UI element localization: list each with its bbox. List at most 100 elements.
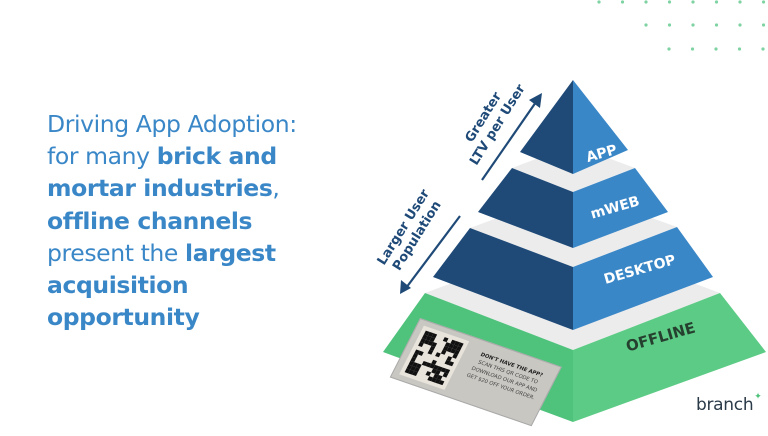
- qr-module: [427, 340, 434, 346]
- qr-code-card: DON'T HAVE THE APP? SCAN THIS QR CODE TO…: [389, 318, 562, 427]
- headline-emphasis: opportunity: [47, 303, 200, 332]
- qr-module: [427, 331, 434, 337]
- qr-module: [440, 349, 447, 355]
- qr-module: [404, 368, 411, 374]
- dot: [737, 47, 742, 51]
- qr-module: [420, 338, 426, 344]
- qr-module: [446, 356, 453, 362]
- qr-module: [442, 337, 449, 343]
- dot: [667, 47, 671, 51]
- qr-module: [425, 362, 432, 368]
- dot: [761, 23, 766, 27]
- dot: [667, 23, 672, 27]
- qr-module: [429, 363, 436, 369]
- headline: Driving App Adoption: for many brick and…: [47, 108, 297, 333]
- qr-module: [436, 366, 443, 372]
- qr-module: [454, 349, 460, 355]
- qr-module: [406, 364, 413, 370]
- qr-module: [410, 365, 417, 371]
- qr-module: [450, 339, 457, 345]
- qr-module: [454, 340, 460, 347]
- qr-module: [450, 348, 457, 354]
- dot: [714, 47, 718, 51]
- dot: [691, 23, 695, 27]
- headline-line: present the: [47, 238, 186, 267]
- headline-emphasis: acquisition: [47, 271, 189, 300]
- dot: [620, 0, 625, 4]
- qr-module: [421, 334, 428, 340]
- qr-module: [431, 359, 437, 365]
- qr-module: [423, 339, 430, 345]
- headline-emphasis: offline channels: [47, 206, 253, 235]
- qr-module: [444, 368, 451, 374]
- qr-module: [448, 361, 455, 367]
- headline-emphasis: mortar industries: [47, 174, 273, 203]
- qr-module: [425, 335, 432, 341]
- qr-module: [429, 336, 436, 343]
- qr-module: [427, 376, 434, 382]
- qr-module: [436, 375, 443, 381]
- qr-module: [410, 357, 417, 363]
- headline-emphasis: largest: [185, 238, 276, 267]
- headline-line: for many: [47, 142, 157, 171]
- dot: [691, 0, 695, 4]
- dot: [714, 23, 719, 27]
- headline-line: ,: [272, 174, 280, 203]
- qr-module: [456, 346, 462, 352]
- qr-module: [442, 372, 449, 378]
- dot: [738, 0, 742, 4]
- dot: [738, 23, 742, 27]
- qr-module: [434, 369, 441, 376]
- qr-module: [446, 347, 453, 353]
- qr-code-icon: [399, 325, 470, 390]
- qr-module: [418, 350, 424, 356]
- qr-module: [412, 353, 419, 359]
- qr-module: [433, 373, 439, 379]
- arrow-down-icon: [400, 215, 461, 294]
- qr-module: [423, 330, 430, 336]
- qr-module: [452, 344, 458, 350]
- headline-line: Driving App Adoption:: [47, 110, 297, 138]
- qr-module: [438, 380, 445, 386]
- qr-module: [412, 362, 418, 368]
- arrow-up-icon: [481, 93, 542, 181]
- branch-logo: branch✦: [696, 392, 762, 416]
- dot: [761, 0, 766, 4]
- qr-module: [431, 377, 437, 383]
- qr-module: [414, 349, 420, 355]
- qr-module: [431, 342, 438, 348]
- qr-module: [442, 345, 449, 352]
- decorative-dots: [597, 0, 766, 51]
- qr-module: [427, 349, 434, 355]
- qr-module: [408, 360, 415, 366]
- qr-module: [408, 369, 415, 375]
- qr-module: [444, 342, 451, 348]
- headline-emphasis: brick and: [156, 142, 277, 171]
- qr-module: [421, 360, 428, 367]
- qr-module: [433, 364, 439, 370]
- qr-module: [435, 352, 441, 358]
- qr-module: [414, 367, 420, 373]
- qr-module: [429, 345, 436, 351]
- dot: [644, 0, 648, 4]
- dot: [761, 47, 765, 51]
- qr-module: [431, 368, 437, 374]
- qr-module: [448, 343, 455, 349]
- dot: [597, 0, 601, 4]
- qr-module: [457, 342, 464, 348]
- qr-module: [425, 371, 432, 377]
- qr-module: [416, 363, 422, 369]
- logo-text: branch: [696, 395, 754, 415]
- dot: [644, 23, 648, 27]
- qr-module: [412, 370, 418, 377]
- qr-module: [440, 367, 447, 373]
- pyramid-layer-app: [520, 80, 628, 174]
- qr-module: [431, 333, 438, 339]
- qr-module: [452, 353, 458, 359]
- qr-module: [444, 359, 451, 365]
- dot: [714, 0, 719, 4]
- qr-module: [418, 341, 424, 347]
- logo-mark-icon: ✦: [754, 392, 762, 402]
- qr-module: [434, 378, 441, 384]
